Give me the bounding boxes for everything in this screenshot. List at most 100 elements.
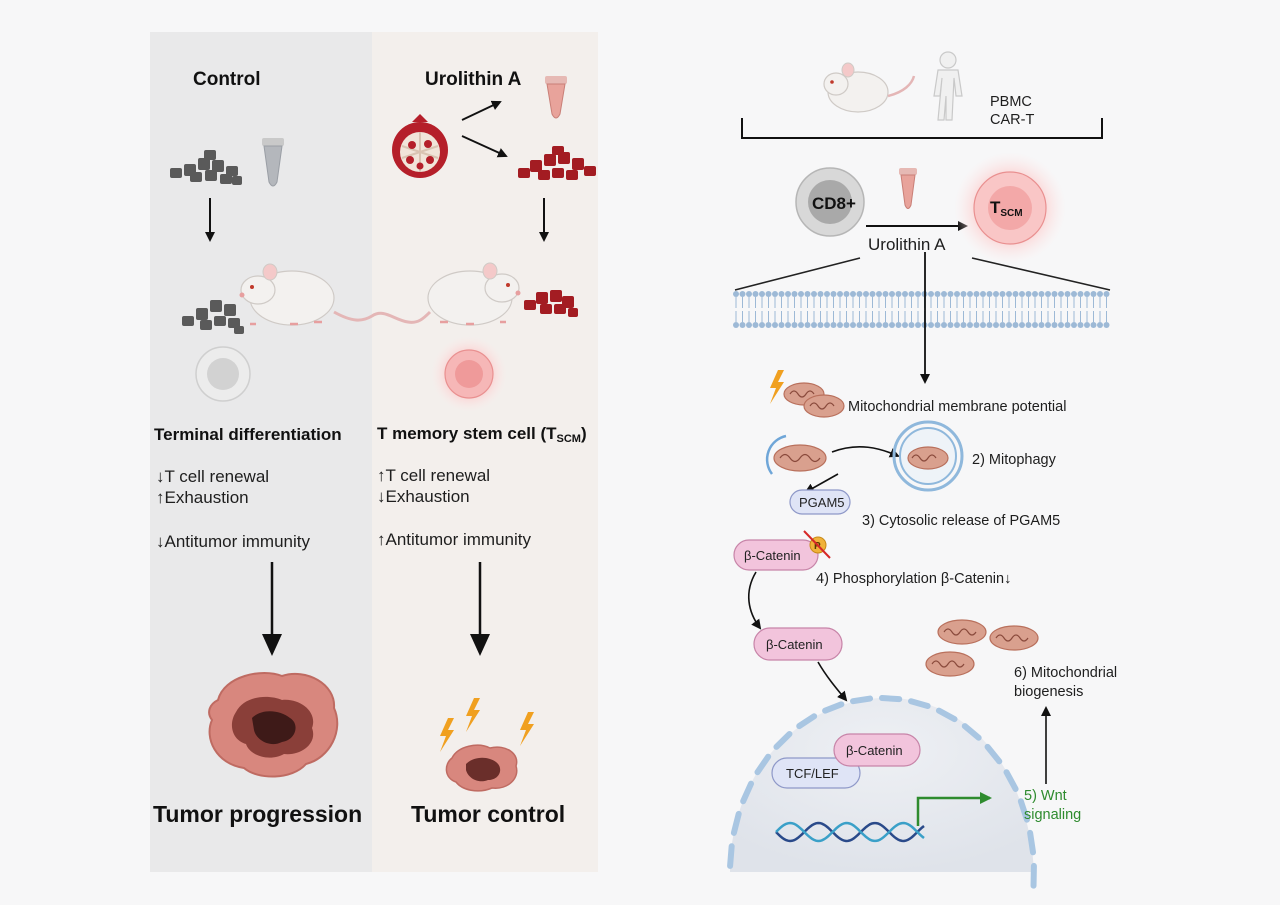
mitochondrion-icon [773, 444, 827, 472]
lipid-head [973, 291, 980, 297]
lipid-head [824, 291, 830, 297]
mouse-source-icon [823, 62, 916, 113]
urolithin-effect-3: ↑Antitumor immunity [377, 530, 531, 549]
lipid-head [1032, 322, 1038, 328]
lipid-head [733, 291, 739, 297]
lipid-head [817, 322, 824, 328]
lipid-head [915, 291, 921, 297]
grey-pellets-icon [170, 150, 242, 185]
nuclear-pore-segment [1017, 798, 1030, 823]
nuclear-pore-segment [754, 753, 772, 776]
lipid-head [830, 291, 837, 297]
nuclear-pore-segment [984, 743, 1003, 765]
step-4-label: 4) Phosphorylation β-Catenin↓ [816, 571, 1011, 587]
lipid-head [739, 291, 746, 297]
lipid-head [863, 322, 869, 328]
step-6-line-1: 6) Mitochondrial [1014, 665, 1117, 681]
urolithin-cell-state-main: T memory stem cell (T [377, 424, 557, 443]
beta-catenin-pill-1 [733, 539, 819, 571]
lipid-head [837, 291, 843, 297]
urolithin-outcome: Tumor control [411, 801, 565, 827]
terminal-cell-icon [195, 346, 251, 402]
lipid-head [843, 322, 850, 328]
lipid-head [986, 291, 993, 297]
lipid-head [954, 322, 960, 328]
lipid-head [863, 291, 869, 297]
large-tumor-icon [208, 672, 339, 778]
lipid-head [882, 291, 889, 297]
control-mouse-icon [239, 263, 335, 326]
lipid-head [1006, 291, 1012, 297]
lipid-head [1071, 291, 1077, 297]
lipid-head [1071, 322, 1077, 328]
pgam5-label: PGAM5 [799, 495, 845, 510]
tcf-lef-pill [771, 757, 861, 789]
nuclear-pore-segment [822, 701, 845, 714]
lipid-head [1097, 322, 1103, 328]
lipid-head [746, 291, 752, 297]
lipid-head [1077, 322, 1084, 328]
lipid-head [759, 322, 765, 328]
nuclear-pore-segment [879, 695, 903, 703]
mitochondria-pair-icon [783, 382, 845, 418]
lipid-head [1032, 291, 1038, 297]
tscm-label-main: T [990, 198, 1001, 217]
lipid-head [1097, 291, 1103, 297]
lipid-head [1045, 291, 1051, 297]
lipid-head [1025, 322, 1032, 328]
lipid-head [934, 322, 941, 328]
lipid-head [1090, 291, 1097, 297]
lipid-head [967, 322, 973, 328]
cd8-cell-icon [795, 167, 865, 237]
lipid-head [954, 291, 960, 297]
pomegranate-arrow-down [461, 135, 508, 158]
beta-catenin-label-2: β-Catenin [766, 637, 823, 652]
lipid-head [850, 322, 856, 328]
tscm-source-cell-icon [954, 152, 1066, 264]
control-effect-3: ↓Antitumor immunity [156, 532, 310, 551]
nuclear-pore-segment [849, 695, 874, 705]
tscm-label: TSCM [990, 198, 1023, 219]
lipid-head [804, 291, 811, 297]
lipid-head [856, 291, 863, 297]
lipid-head [791, 291, 798, 297]
lightning-bolts-icon [440, 698, 534, 752]
translocation-arrow-1 [748, 571, 762, 630]
beta-catenin-pill-2 [753, 627, 843, 661]
lipid-head [785, 291, 791, 297]
grey-tube-icon [262, 138, 284, 187]
pomegranate-arrow-up [461, 100, 502, 121]
beta-catenin-label-3: β-Catenin [846, 743, 903, 758]
lipid-head [778, 291, 785, 297]
nuclear-pore-segment [773, 730, 793, 750]
lipid-head [856, 322, 863, 328]
lipid-head [1103, 322, 1110, 328]
phagophore-icon [765, 434, 787, 475]
dna-strand [775, 821, 925, 843]
lipid-head [1019, 322, 1025, 328]
translocation-arrow-2 [817, 661, 848, 702]
pgam5-pill [789, 489, 851, 515]
lipid-head [980, 322, 986, 328]
control-effect-1: ↓T cell renewal [156, 467, 269, 486]
step-5-line-1: 5) Wnt [1024, 788, 1067, 804]
lipid-head [902, 322, 908, 328]
lipid-head [824, 322, 830, 328]
lipid-head [993, 322, 999, 328]
lipid-head [915, 322, 921, 328]
lipid-head [830, 322, 837, 328]
lipid-head [746, 322, 752, 328]
dna-helix-icon [775, 821, 925, 843]
control-cell-state: Terminal differentiation [154, 425, 342, 444]
lipid-head [902, 291, 908, 297]
lipid-head [804, 322, 811, 328]
lipid-head [798, 291, 804, 297]
lipid-head [1006, 322, 1012, 328]
lipid-head [759, 291, 765, 297]
control-heading: Control [193, 69, 261, 90]
lipid-head [1019, 291, 1025, 297]
lipid-head [980, 291, 986, 297]
lipid-head [960, 291, 967, 297]
tcf-lef-label: TCF/LEF [786, 766, 839, 781]
left-panel: Control Urolithin A [150, 32, 598, 872]
